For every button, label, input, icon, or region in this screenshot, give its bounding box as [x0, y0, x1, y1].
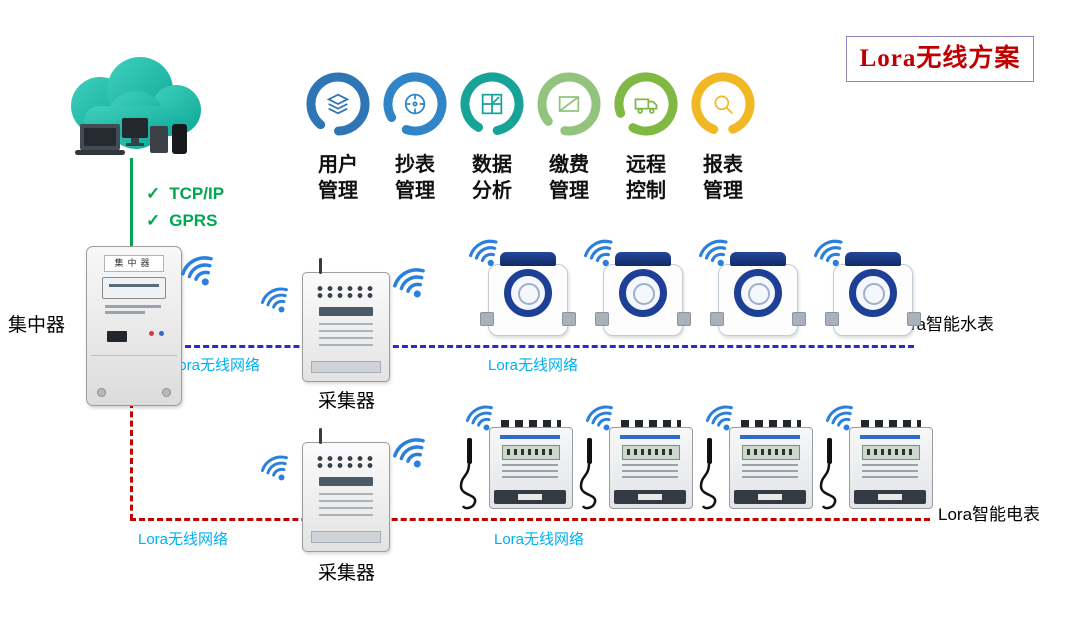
- report-icon: [709, 90, 737, 118]
- wifi-icon: [254, 446, 300, 492]
- feature-label: 数据分析: [472, 154, 512, 202]
- gauge-icon: [401, 90, 429, 118]
- cloud-graphic: [71, 57, 201, 155]
- feature-row: 用户管理 抄表管理 数据分析: [303, 70, 758, 204]
- feature-label: 报表管理: [703, 154, 743, 202]
- feature-data-analysis: 数据分析: [457, 70, 527, 204]
- monitor-icon: [122, 118, 148, 146]
- feature-label: 抄表管理: [395, 154, 435, 202]
- feature-user-management: 用户管理: [303, 70, 373, 204]
- concentrator-port: [107, 331, 127, 342]
- feature-report-management: 报表管理: [688, 70, 758, 204]
- payment-icon: [555, 90, 583, 118]
- meter-lcd: [742, 445, 800, 460]
- remote-icon: [632, 90, 660, 118]
- wifi-icon: [173, 245, 227, 299]
- electric-network-line-horizontal: [130, 518, 930, 521]
- protocol-gprs: ✓ GPRS: [146, 207, 224, 234]
- network-label: Lora无线网络: [170, 357, 261, 374]
- concentrator-device: 集中器: [86, 246, 182, 406]
- collector-leds: [315, 285, 377, 299]
- feature-ring: [381, 70, 449, 138]
- water-meter-dial: [504, 269, 552, 317]
- feature-ring: [612, 70, 680, 138]
- antenna-cable-icon: [575, 436, 605, 510]
- led-blue: [159, 331, 164, 336]
- check-icon: ✓: [146, 184, 161, 203]
- feature-payment-management: 缴费管理: [534, 70, 604, 204]
- collector-leds: [315, 455, 377, 469]
- antenna-cable-icon: [455, 436, 485, 510]
- protocol-tcpip: ✓ TCP/IP: [146, 180, 224, 207]
- feature-label: 用户管理: [318, 154, 358, 202]
- water-meter-dial: [619, 269, 667, 317]
- diagram-title: Lora无线方案: [846, 36, 1034, 82]
- wifi-icon: [385, 257, 439, 311]
- wifi-icon: [579, 396, 625, 442]
- feature-remote-control: 远程控制: [611, 70, 681, 204]
- feature-label: 缴费管理: [549, 154, 589, 202]
- collector-label-2: 采集器: [318, 563, 376, 584]
- layers-icon: [324, 90, 352, 118]
- protocol-list: ✓ TCP/IP ✓ GPRS: [146, 180, 224, 234]
- protocol-label: GPRS: [169, 211, 218, 230]
- antenna-cable-icon: [815, 436, 845, 510]
- water-network-line: [176, 345, 914, 348]
- feature-ring: [458, 70, 526, 138]
- feature-ring: [535, 70, 603, 138]
- wifi-icon: [807, 230, 856, 279]
- collector-device-1: [302, 258, 390, 382]
- uplink-line: [130, 158, 133, 250]
- wifi-icon: [254, 278, 300, 324]
- phone-icon: [172, 124, 187, 154]
- water-meter: [813, 239, 921, 344]
- electric-meter: [699, 405, 813, 514]
- concentrator-label: 集中器: [8, 315, 66, 336]
- water-meter-dial: [734, 269, 782, 317]
- water-meter: [698, 239, 806, 344]
- electric-network-line-vertical: [130, 402, 133, 520]
- wifi-icon: [577, 230, 626, 279]
- tablet-icon: [150, 126, 168, 153]
- laptop-icon: [75, 124, 125, 155]
- check-icon: ✓: [146, 211, 161, 230]
- network-label: Lora无线网络: [488, 357, 579, 374]
- wifi-icon: [462, 230, 511, 279]
- cloud-icon: [52, 48, 224, 170]
- network-label: Lora无线网络: [494, 531, 585, 548]
- electric-meter: [819, 405, 933, 514]
- meter-lcd: [622, 445, 680, 460]
- meter-lcd: [502, 445, 560, 460]
- antenna-icon: [319, 258, 322, 274]
- feature-label: 远程控制: [626, 154, 666, 202]
- collector-device-2: [302, 428, 390, 552]
- electric-meter: [459, 405, 573, 514]
- meter-lcd: [862, 445, 920, 460]
- collector-label-1: 采集器: [318, 391, 376, 412]
- concentrator-nameplate: 集中器: [104, 255, 164, 272]
- feature-ring: [304, 70, 372, 138]
- antenna-icon: [319, 428, 322, 444]
- wifi-icon: [459, 396, 505, 442]
- water-meter: [583, 239, 691, 344]
- electric-meter: [579, 405, 693, 514]
- concentrator-screen: [102, 277, 166, 299]
- wifi-icon: [385, 427, 439, 481]
- wifi-icon: [699, 396, 745, 442]
- network-label: Lora无线网络: [138, 531, 229, 548]
- feature-meter-reading: 抄表管理: [380, 70, 450, 204]
- electric-meters-label: Lora智能电表: [938, 505, 1041, 524]
- feature-ring: [689, 70, 757, 138]
- wifi-icon: [819, 396, 865, 442]
- water-meter: [468, 239, 576, 344]
- led-red: [149, 331, 154, 336]
- wifi-icon: [692, 230, 741, 279]
- antenna-cable-icon: [695, 436, 725, 510]
- analysis-icon: [478, 90, 506, 118]
- protocol-label: TCP/IP: [169, 184, 225, 203]
- water-meter-dial: [849, 269, 897, 317]
